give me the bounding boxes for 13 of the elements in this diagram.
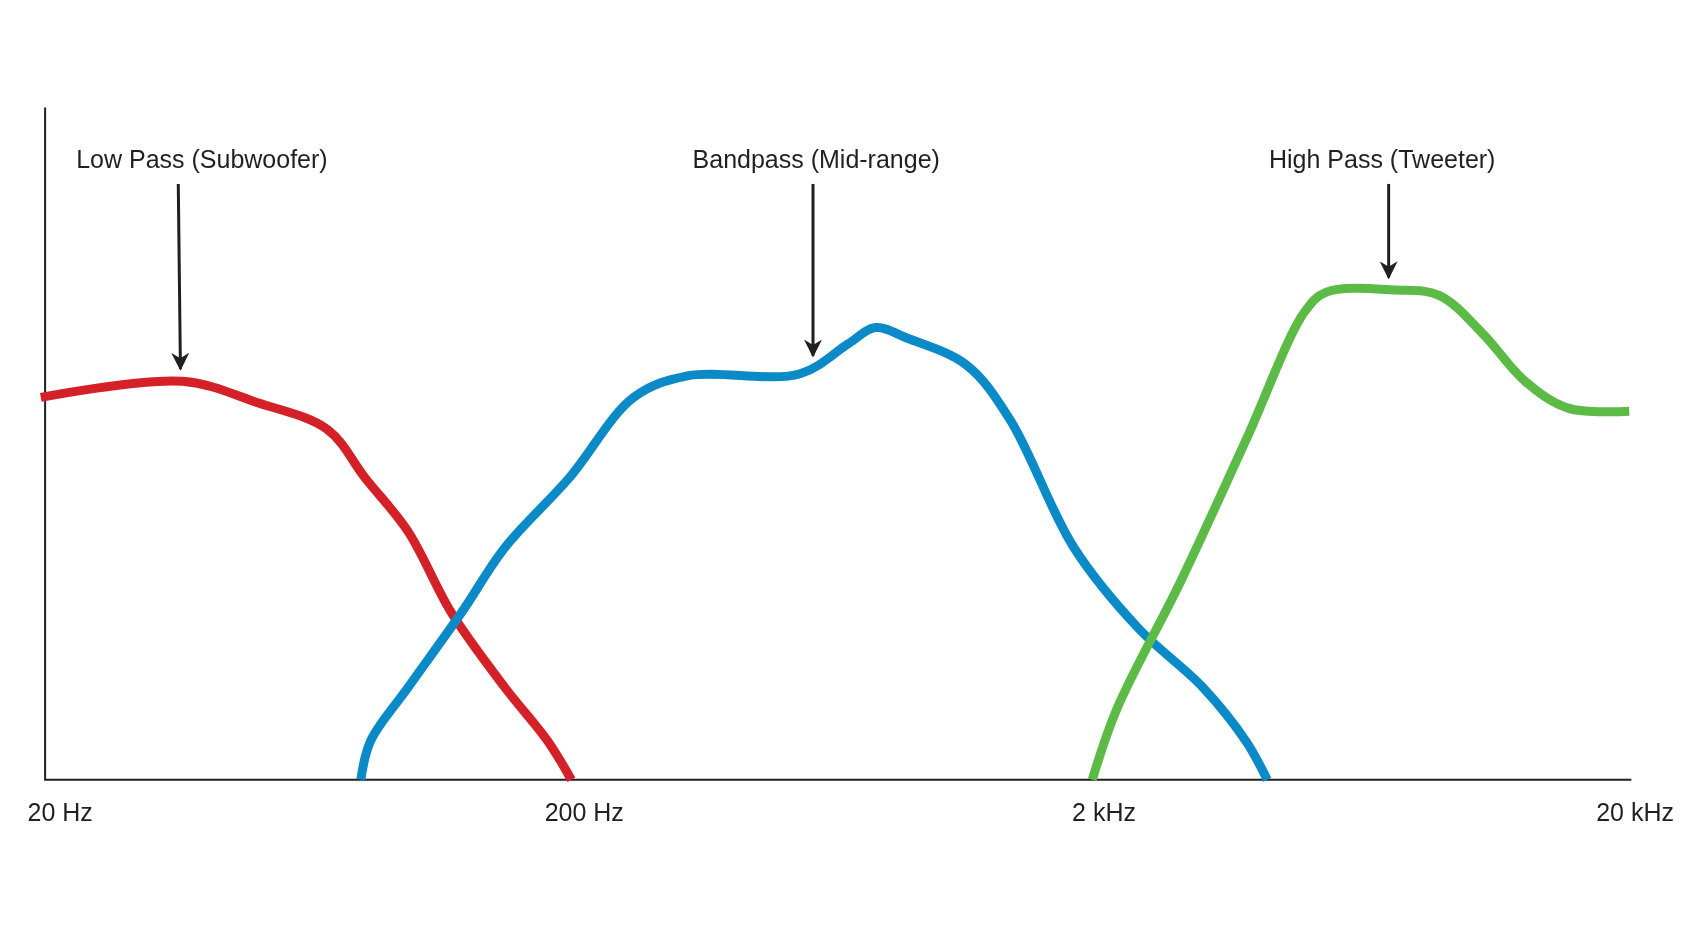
axis-tick-label: 200 Hz (544, 796, 624, 827)
arrow (171, 183, 190, 371)
curve-label: Low Pass (Subwoofer) (76, 143, 328, 174)
axis-tick-label: 20 Hz (27, 796, 93, 827)
axis-tick-label: 20 kHz (1596, 796, 1674, 827)
arrow (1379, 183, 1398, 280)
response-curve (40, 376, 576, 782)
axis-tick-label: 2 kHz (1072, 796, 1136, 827)
curve-label: Bandpass (Mid-range) (692, 143, 940, 174)
curve-label: High Pass (Tweeter) (1268, 143, 1496, 174)
response-curve (356, 323, 1272, 782)
response-curve (1087, 283, 1630, 782)
arrow (804, 183, 822, 358)
